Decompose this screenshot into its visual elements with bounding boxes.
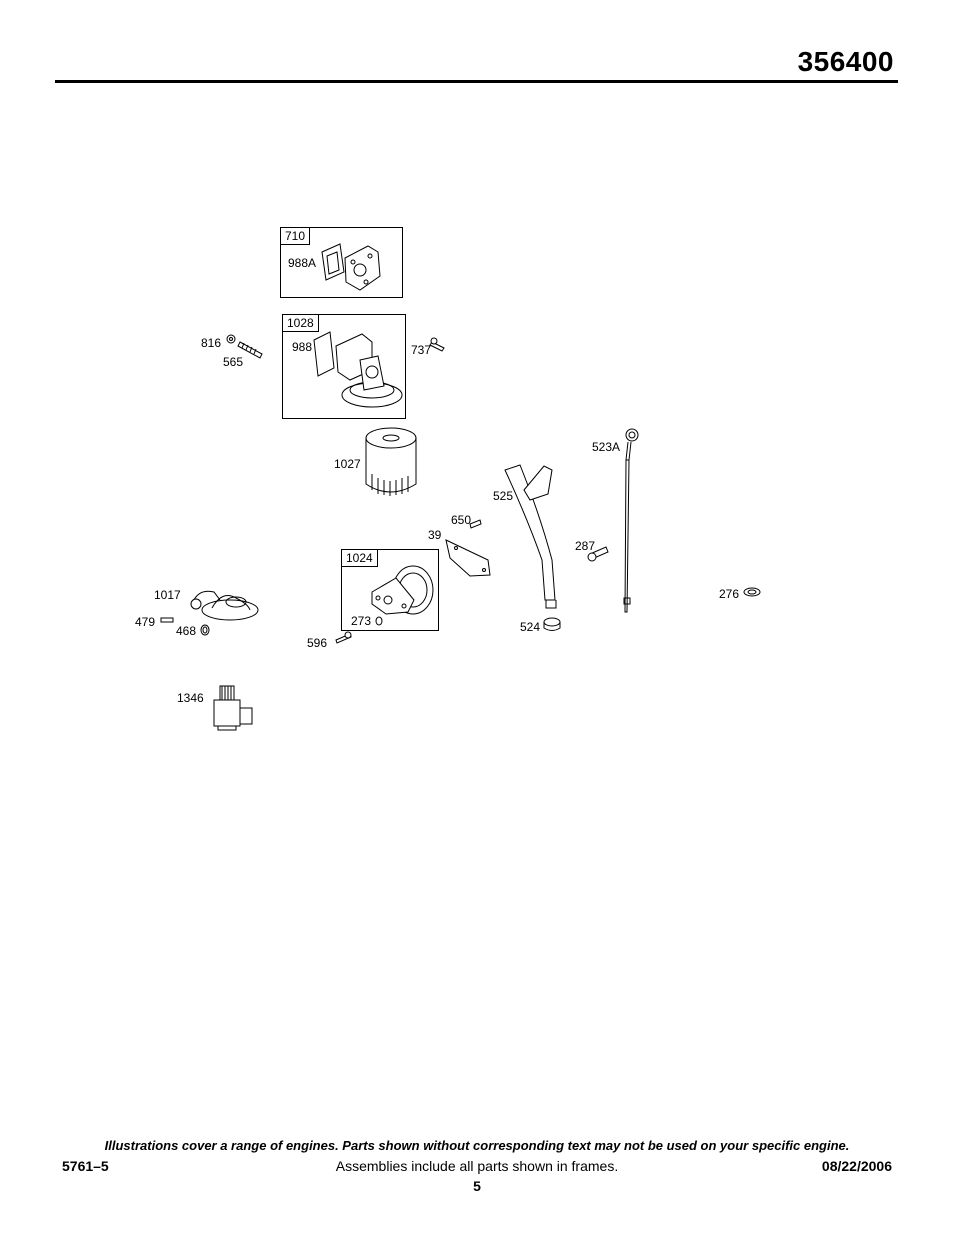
part-label-468: 468 <box>176 624 197 638</box>
washer-816-drawing <box>226 334 236 344</box>
screw-596-drawing <box>335 631 352 644</box>
part-label-1027: 1027 <box>334 457 361 471</box>
gasket-988a-drawing <box>321 243 381 291</box>
footer-date: 08/22/2006 <box>821 1158 892 1174</box>
o-ring-273-drawing <box>375 616 383 626</box>
cover-39-drawing <box>445 539 491 577</box>
oil-filter-1027-drawing <box>365 427 417 496</box>
part-label-479: 479 <box>135 615 156 629</box>
plug-524-drawing <box>543 617 561 631</box>
assembly-frame-710: 710 <box>280 227 403 298</box>
part-label-524: 524 <box>520 620 541 634</box>
bolt-287-drawing <box>587 546 609 562</box>
dipstick-523a-drawing <box>623 428 639 613</box>
screw-650-drawing <box>469 519 482 529</box>
frame-tag-710: 710 <box>280 227 311 245</box>
header-rule <box>55 80 898 83</box>
part-label-565: 565 <box>223 355 244 369</box>
part-label-650: 650 <box>451 513 472 527</box>
oil-pump-1024-drawing <box>371 565 434 615</box>
part-label-523a: 523A <box>592 440 621 454</box>
part-label-276: 276 <box>719 587 740 601</box>
pickup-1017-drawing <box>190 590 259 621</box>
footer-disclaimer: Illustrations cover a range of engines. … <box>104 1138 850 1153</box>
assembly-frame-1024: 1024 <box>341 549 439 631</box>
valve-1346-drawing <box>213 685 253 731</box>
screw-479-drawing <box>160 617 174 623</box>
part-label-287: 287 <box>575 539 596 553</box>
part-label-737: 737 <box>411 343 432 357</box>
footer-doc-number: 5761–5 <box>62 1158 109 1174</box>
seal-276-drawing <box>743 587 761 597</box>
part-label-273: 273 <box>351 614 372 628</box>
footer-assemblies-note: Assemblies include all parts shown in fr… <box>335 1158 619 1174</box>
dipstick-tube-525-drawing <box>504 464 557 609</box>
part-label-816: 816 <box>201 336 222 350</box>
assembly-frame-1028: 1028 <box>282 314 406 419</box>
part-label-1346: 1346 <box>177 691 204 705</box>
frame-tag-1024: 1024 <box>341 549 378 567</box>
part-label-525: 525 <box>493 489 514 503</box>
screw-737-drawing <box>429 337 445 352</box>
page-number: 5 <box>473 1178 481 1194</box>
adapter-1028-drawing <box>313 331 403 408</box>
stud-565-drawing <box>237 341 263 359</box>
part-label-39: 39 <box>428 528 442 542</box>
frame-tag-1028: 1028 <box>282 314 319 332</box>
part-label-988a: 988A <box>288 256 317 270</box>
part-label-596: 596 <box>307 636 328 650</box>
part-label-1017: 1017 <box>154 588 181 602</box>
part-label-988: 988 <box>292 340 313 354</box>
o-ring-468-drawing <box>200 624 210 636</box>
model-number: 356400 <box>797 46 894 77</box>
